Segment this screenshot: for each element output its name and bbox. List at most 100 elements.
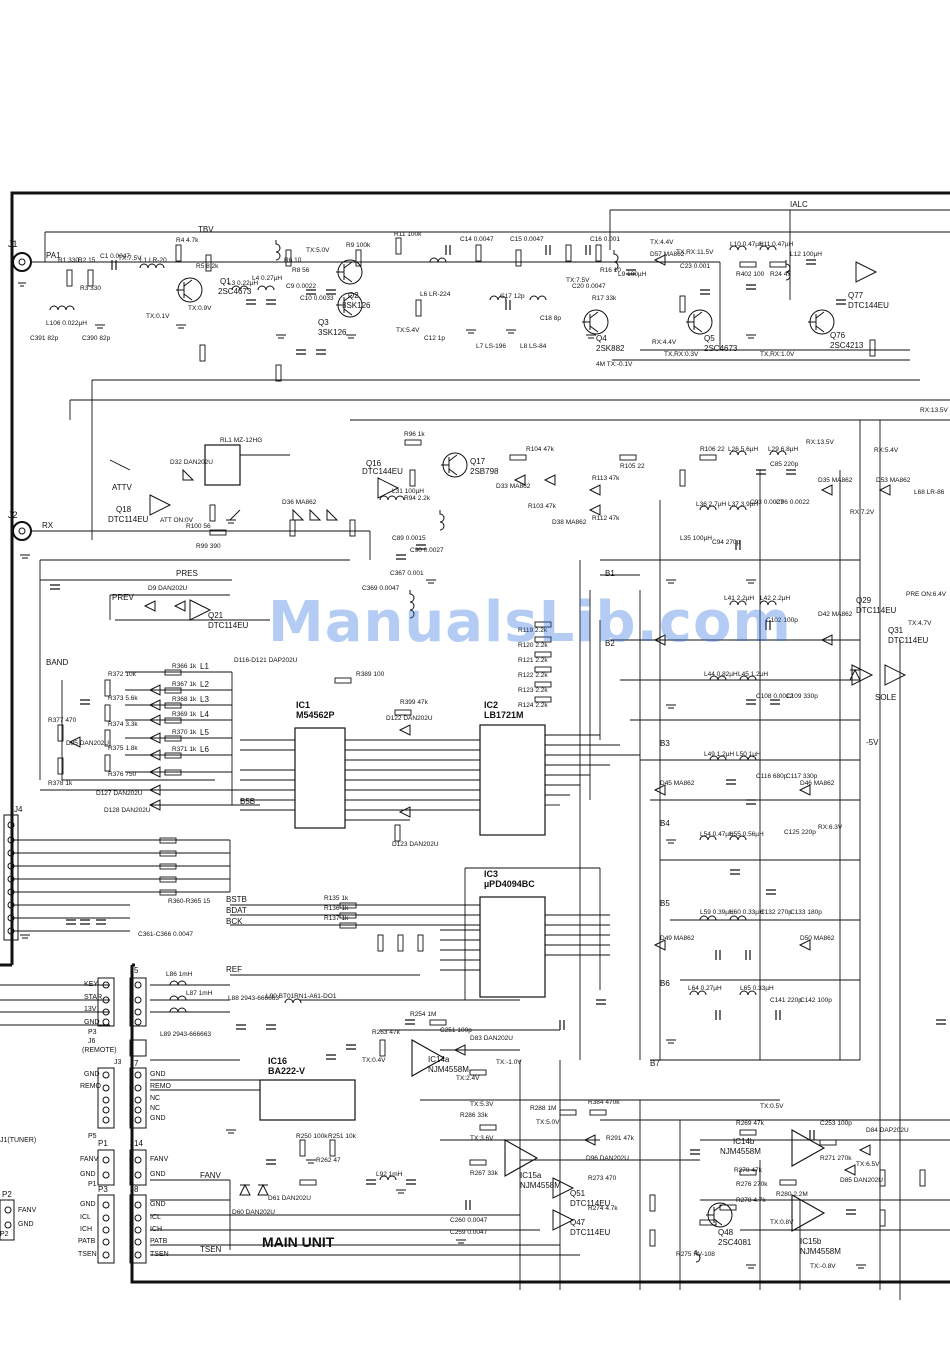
buffer-q21: [189, 599, 212, 621]
component-label: R94 2.2k: [404, 495, 431, 502]
q31-part: DTC114EU: [888, 636, 929, 645]
voltage-note: TX:0.9V: [188, 305, 212, 312]
component-label: L92 1mH: [376, 1171, 403, 1178]
component-label: RL1 MZ-12HG: [220, 437, 262, 444]
component-label: R368 1k: [172, 696, 197, 703]
j7-pin-gnd-2: GND: [150, 1115, 166, 1122]
bus-bstb: BSTB: [226, 895, 247, 904]
component-label: R377 470: [48, 717, 77, 724]
ic1-body: [294, 727, 346, 829]
connector-j6-note: (REMOTE): [82, 1047, 117, 1054]
component-label: R378 1k: [48, 780, 73, 787]
component-label: C15 0.0047: [510, 236, 544, 243]
component-label: L8 LS-84: [520, 343, 547, 350]
q48-ref: Q48: [718, 1228, 734, 1237]
component-label: R121 2.2k: [518, 657, 548, 664]
band-line-l2: L2: [200, 680, 209, 689]
voltage-note: TX:7.5V: [118, 255, 142, 262]
q47-ref: Q47: [570, 1218, 586, 1227]
component-label: R384 470k: [588, 1099, 620, 1106]
q21-part: DTC114EU: [208, 621, 249, 630]
q77-ref: Q77: [848, 291, 864, 300]
component-label: C17 12p: [500, 293, 525, 300]
component-label: L65 0.33µH: [740, 985, 774, 992]
component-label: C90 0.0027: [410, 547, 444, 554]
ic3-body: [479, 896, 546, 998]
bus-bck: BCK: [226, 917, 243, 926]
component-label: D60 DAN202U: [232, 1209, 275, 1216]
component-label: C94 270p: [712, 539, 741, 546]
voltage-note: TX,RX:0.3V: [664, 351, 699, 358]
component-label: D123 DAN202U: [392, 841, 439, 848]
component-label: D32 DAN202U: [170, 459, 213, 466]
component-label: L11 0.47µH: [760, 241, 794, 248]
component-label: R4 4.7k: [176, 237, 199, 244]
band-line-b5b: B5B: [240, 797, 255, 806]
component-label: L31 100µH: [392, 488, 424, 495]
component-label: R399 47k: [400, 699, 429, 706]
voltage-note: RX:13.5V: [806, 439, 834, 446]
connector-j8-ref: J8: [130, 1185, 139, 1194]
connectors: [0, 814, 147, 1264]
component-label: R371 1k: [172, 746, 197, 753]
connector-j14-ref: J14: [130, 1139, 143, 1148]
voltage-note: RX:7.2V: [850, 509, 875, 516]
rail-pres: PRES: [176, 569, 198, 578]
p3-pin-icl: ICL: [80, 1214, 91, 1221]
component-label: C369 0.0047: [362, 585, 400, 592]
voltage-note: TX:4.7V: [908, 620, 932, 627]
bus-bdat: BDAT: [226, 906, 247, 915]
q31-ref: Q31: [888, 626, 904, 635]
component-label: R8 56: [292, 267, 310, 274]
j8-pin-gnd: GND: [150, 1201, 166, 1208]
connector-j6-ref: J6: [88, 1038, 96, 1045]
component-label: D85 DAN202U: [840, 1177, 883, 1184]
component-label: R262 47: [316, 1157, 341, 1164]
component-label: R105 22: [620, 463, 645, 470]
component-label: R112 47k: [592, 515, 620, 522]
unit-frame: [0, 191, 950, 1284]
component-label: L4 0.27µH: [252, 275, 282, 282]
component-label: R3 330: [80, 285, 101, 292]
component-label: L29 6.8µH: [768, 446, 798, 453]
voltage-note: TX:6.5V: [856, 1161, 880, 1168]
component-label: R373 5.6k: [108, 695, 138, 702]
q47-part: DTC114EU: [570, 1228, 611, 1237]
rail-tbv: TBV: [198, 225, 214, 234]
connector-p1b-ref: P1: [88, 1181, 97, 1188]
q3-part: 3SK126: [318, 328, 347, 337]
component-label: R270 47k: [734, 1167, 763, 1174]
component-label: C133 180p: [790, 909, 822, 916]
q76-part: 2SC4213: [830, 341, 864, 350]
component-label: L64 0.27µH: [688, 985, 722, 992]
component-label: R2 15: [78, 257, 96, 264]
buffer-q77: [855, 261, 878, 283]
component-label: C109 330p: [786, 693, 818, 700]
ic3-ref: IC3: [484, 869, 498, 879]
j7-pin-nc-2: NC: [150, 1105, 160, 1112]
p2-pin-fanv: FANV: [18, 1207, 37, 1214]
component-label: R360-R365 15: [168, 898, 211, 905]
q3-ref: Q3: [318, 318, 329, 327]
component-label: L3 0.22µH: [228, 280, 258, 287]
component-label: R372 10k: [108, 671, 137, 678]
net-b5: B5: [660, 899, 670, 908]
component-label: C93 0.0027: [750, 499, 784, 506]
component-label: C251 100p: [440, 1027, 472, 1034]
component-label: C20 0.0047: [572, 283, 606, 290]
j6-pin-gnd: GND: [84, 1071, 100, 1078]
component-label: L106 0.022µH: [46, 320, 87, 327]
connector-j4-ref: J4: [14, 805, 23, 814]
component-label: D45 MA862: [660, 780, 695, 787]
connector-j3-ref: J3: [114, 1059, 122, 1066]
voltage-note: TX:-0.8V: [810, 1263, 836, 1270]
component-label: C253 100p: [820, 1120, 852, 1127]
jack-j2-label: J2: [8, 510, 18, 520]
relay-rl1: [204, 444, 241, 486]
component-label: C259 0.0047: [450, 1229, 488, 1236]
buffer-q31: [884, 664, 907, 686]
component-label: R17 33k: [592, 295, 617, 302]
ic1-part: M54562P: [296, 710, 335, 720]
ic15b-ref: IC15b: [800, 1237, 822, 1246]
resistors: [57, 237, 926, 1247]
